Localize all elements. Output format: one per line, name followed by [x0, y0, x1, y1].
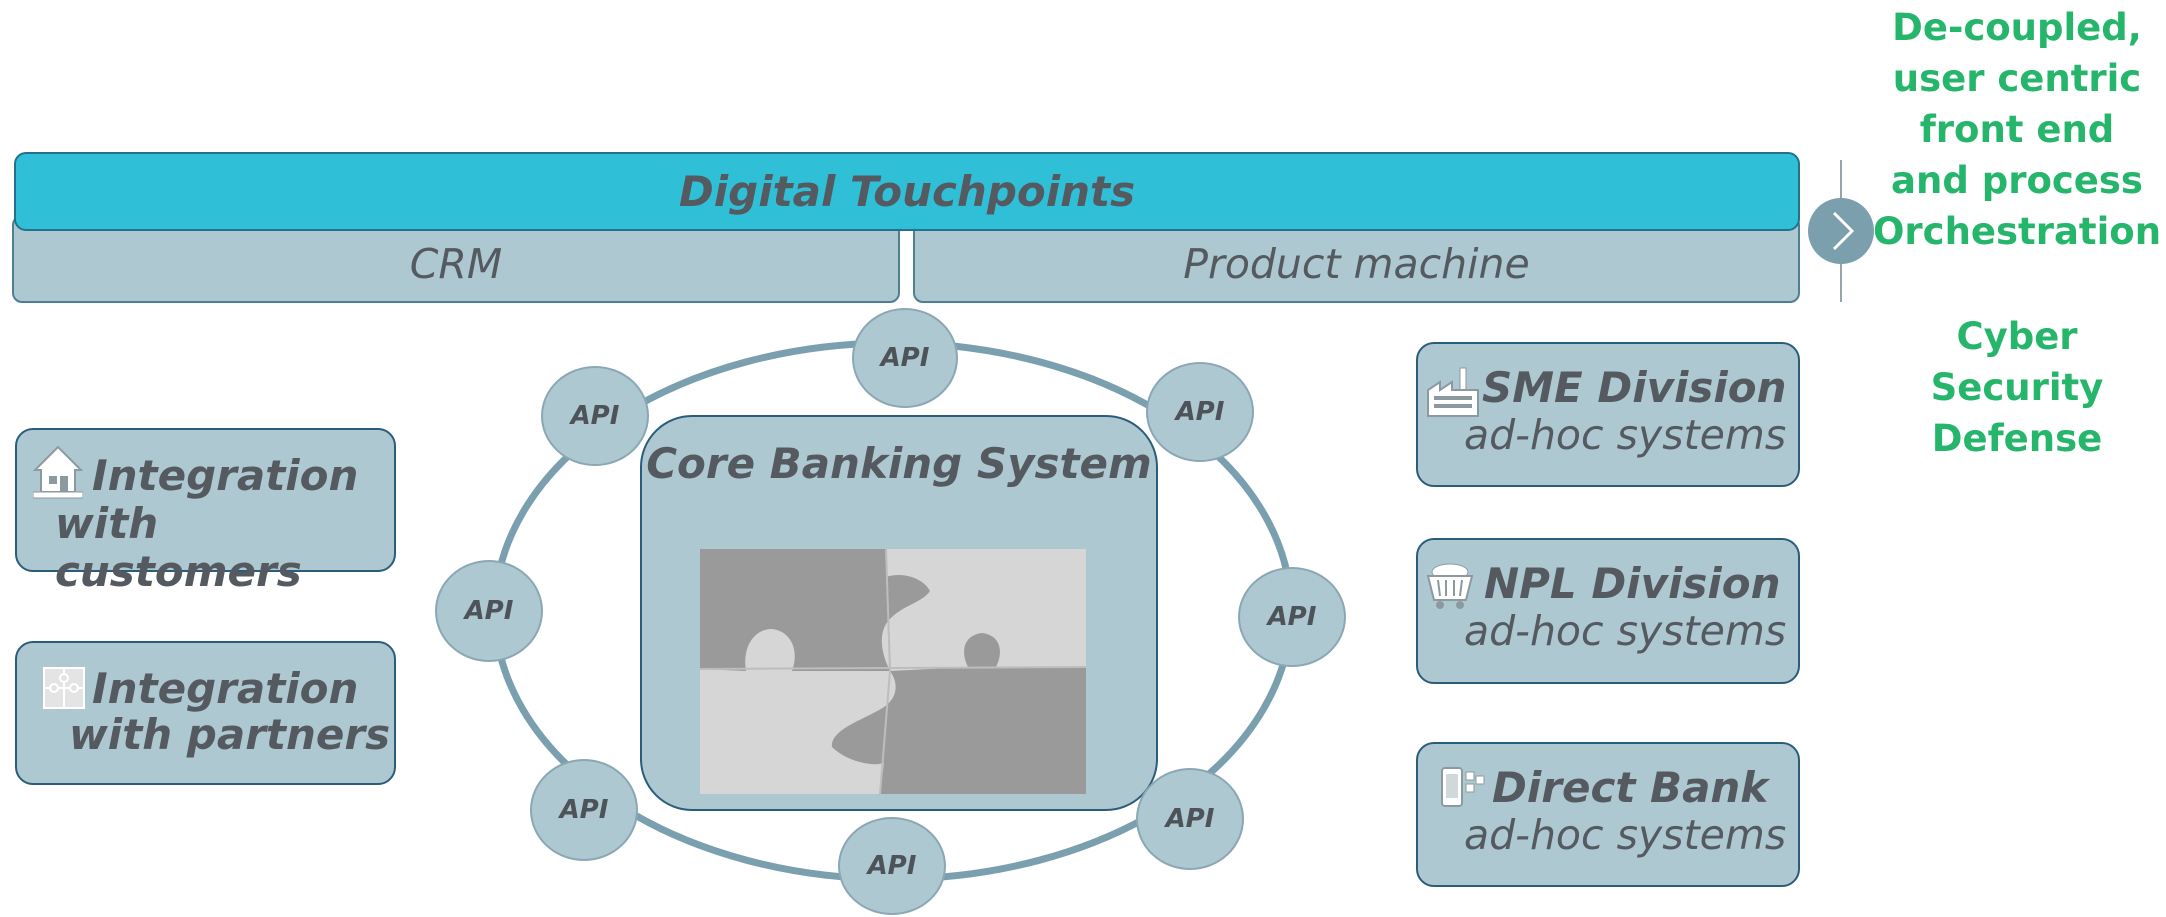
- api-node: API: [1238, 567, 1346, 667]
- api-node: API: [838, 817, 946, 915]
- integration-partners-line2: with partners: [69, 710, 391, 759]
- cyber-security-note: Cyber Security Defense: [1868, 311, 2166, 464]
- npl-division-subtitle: ad-hoc systems: [1464, 607, 1787, 655]
- api-label: API: [880, 343, 930, 373]
- api-node: API: [1146, 362, 1254, 462]
- api-label: API: [559, 795, 609, 825]
- chevron-right-icon: [1808, 198, 1874, 264]
- digital-touchpoints-bar: Digital Touchpoints: [14, 152, 1800, 231]
- npl-division-box: NPL Division ad-hoc systems: [1416, 538, 1800, 684]
- api-label: API: [1267, 602, 1317, 632]
- cyber-line: Defense: [1931, 417, 2103, 460]
- cyber-line: Cyber: [1956, 315, 2078, 358]
- integration-customers-line1: Integration: [92, 451, 359, 500]
- api-node: API: [435, 560, 543, 662]
- orchestration-line: De-coupled,: [1892, 6, 2142, 49]
- api-node: API: [852, 308, 958, 408]
- api-node: API: [530, 759, 638, 861]
- api-label: API: [867, 851, 917, 881]
- api-label: API: [1165, 804, 1215, 834]
- direct-bank-title: Direct Bank: [1492, 763, 1769, 812]
- integration-partners-line1: Integration: [92, 664, 359, 713]
- npl-division-title: NPL Division: [1484, 559, 1781, 608]
- direct-bank-box: Direct Bank ad-hoc systems: [1416, 742, 1800, 887]
- cyber-line: Security: [1930, 366, 2104, 409]
- sme-division-title: SME Division: [1482, 363, 1787, 412]
- orchestration-line: Orchestration: [1872, 210, 2162, 253]
- factory-icon: [1427, 367, 1479, 417]
- orchestration-note: De-coupled, user centric front end and p…: [1868, 2, 2166, 257]
- puzzle-image: [700, 549, 1086, 794]
- house-icon: [33, 445, 83, 499]
- api-label: API: [1175, 397, 1225, 427]
- sme-division-subtitle: ad-hoc systems: [1464, 411, 1787, 459]
- api-node: API: [541, 366, 649, 466]
- orchestration-line: user centric: [1892, 57, 2142, 100]
- product-machine-label: Product machine: [1183, 240, 1530, 288]
- api-node: API: [1136, 768, 1244, 870]
- sme-division-box: SME Division ad-hoc systems: [1416, 342, 1800, 487]
- integration-partners-box: Integration with partners: [15, 641, 396, 785]
- cart-icon: [1426, 563, 1474, 609]
- api-label: API: [464, 596, 514, 626]
- direct-bank-subtitle: ad-hoc systems: [1464, 811, 1787, 859]
- api-label: API: [570, 401, 620, 431]
- orchestration-line: front end: [1919, 108, 2115, 151]
- integration-customers-box: Integration with customers: [15, 428, 396, 596]
- crm-label: CRM: [409, 240, 503, 288]
- core-banking-title: Core Banking System: [646, 439, 1152, 488]
- orchestration-line: and process: [1891, 159, 2143, 202]
- integration-customers-line2: with customers: [55, 499, 302, 596]
- puzzle-icon: [43, 667, 85, 709]
- mobile-icon: [1441, 767, 1485, 807]
- digital-touchpoints-label: Digital Touchpoints: [678, 167, 1136, 216]
